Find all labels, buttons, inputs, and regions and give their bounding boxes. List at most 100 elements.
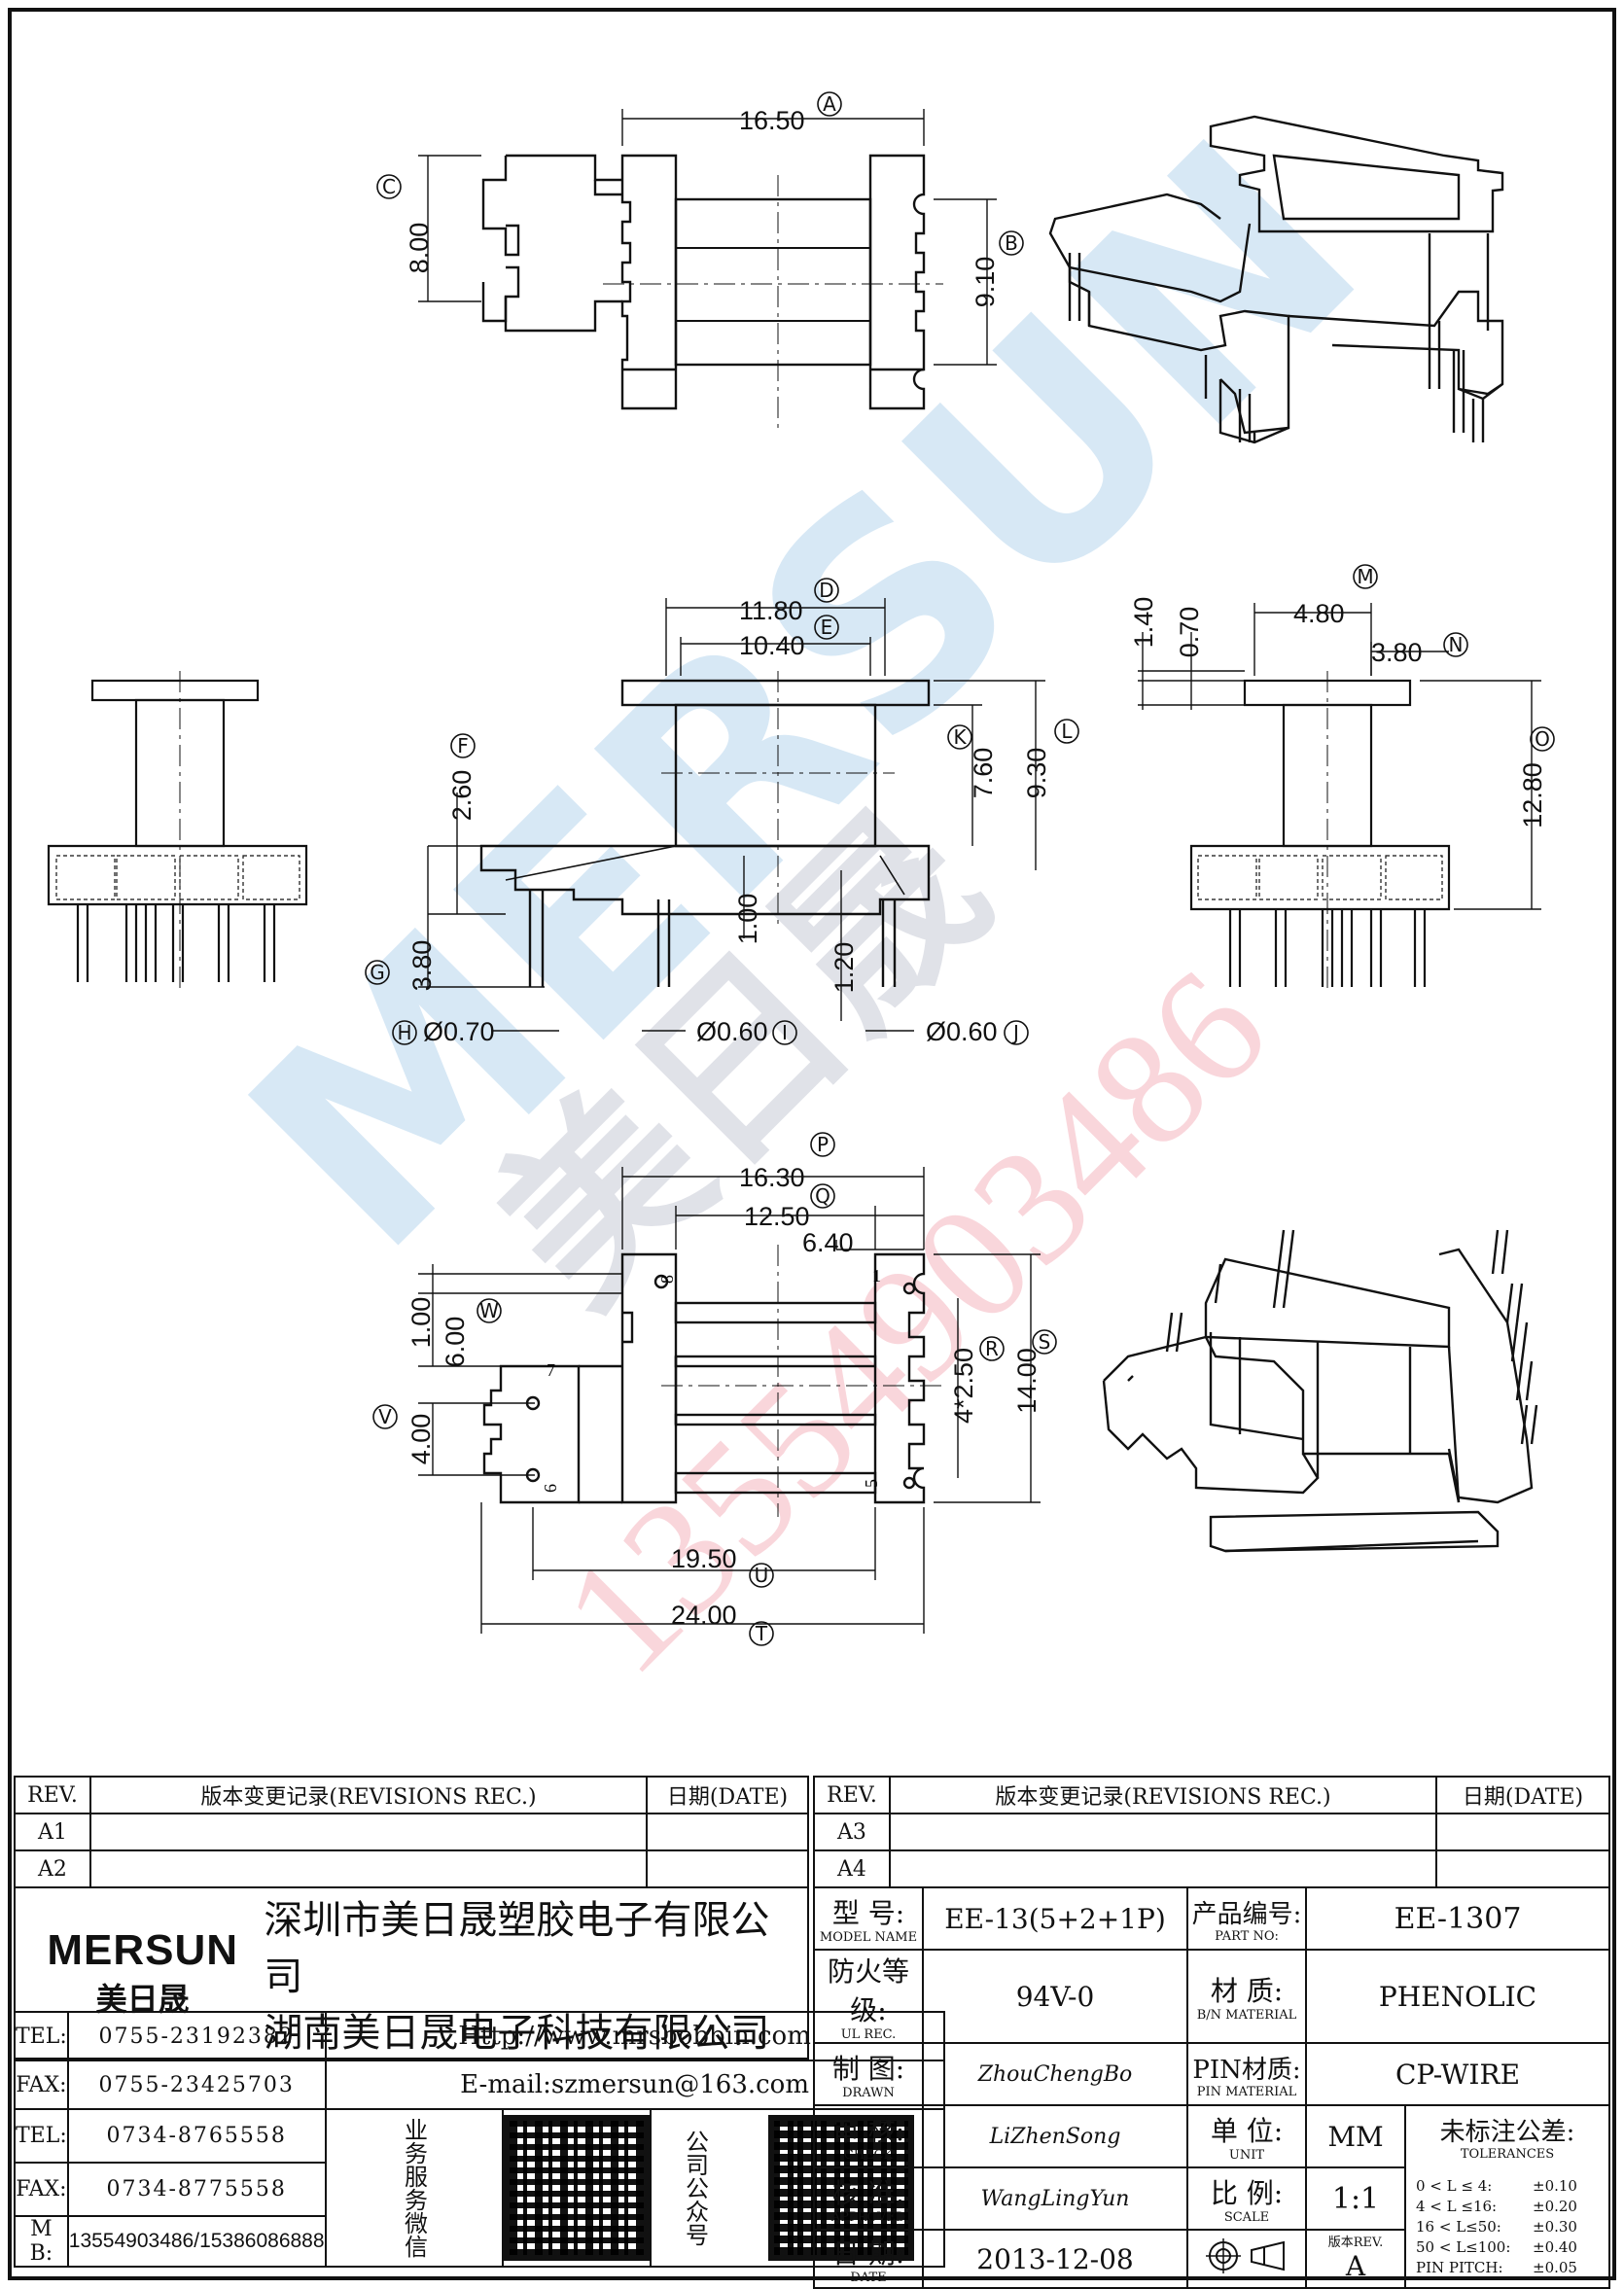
fax1-label: FAX: bbox=[14, 2060, 69, 2110]
balloon-a: A bbox=[817, 91, 842, 117]
tolerance-row: 50 < L≤100:±0.40 bbox=[1416, 2238, 1577, 2256]
unit-label: 单 位: bbox=[1210, 2115, 1284, 2147]
model-label: 型 号: bbox=[831, 1897, 905, 1929]
dim-a: 16.50 bbox=[739, 106, 805, 135]
balloon-r: R bbox=[979, 1336, 1005, 1361]
pin-label: 8 bbox=[657, 1275, 677, 1284]
svg-text:W: W bbox=[479, 1299, 499, 1322]
dim-g: 3.80 bbox=[407, 940, 437, 992]
rev-row-a3: A3 bbox=[813, 1813, 891, 1851]
svg-text:U: U bbox=[755, 1564, 769, 1587]
pin-material-label-en: PIN MATERIAL bbox=[1196, 2084, 1297, 2099]
svg-text:Q: Q bbox=[815, 1184, 830, 1208]
dim-m: 4.80 bbox=[1293, 599, 1345, 628]
qr1-label: 业务服务微信 bbox=[324, 2108, 504, 2268]
drawn-label: 制 图: bbox=[831, 2053, 905, 2085]
balloon-b: B bbox=[999, 230, 1024, 256]
balloon-j: J bbox=[1004, 1020, 1029, 1045]
top-view bbox=[418, 109, 997, 428]
iso-view-top bbox=[1048, 115, 1504, 444]
svg-text:L: L bbox=[1061, 720, 1073, 743]
part-label: 产品编号: bbox=[1191, 1899, 1302, 1929]
revision-table-left: REV. 版本变更记录(REVISIONS REC.) 日期(DATE) A1 … bbox=[14, 1776, 809, 1888]
rev-row-a1: A1 bbox=[14, 1813, 91, 1851]
svg-text:M: M bbox=[1357, 565, 1373, 588]
rev-row-a4: A4 bbox=[813, 1849, 891, 1888]
svg-text:S: S bbox=[1039, 1330, 1051, 1354]
check-value: LiZhenSong bbox=[922, 2104, 1188, 2168]
balloon-n: N bbox=[1443, 632, 1468, 657]
svg-text:O: O bbox=[1535, 727, 1550, 751]
rev-date-header: 日期(DATE) bbox=[646, 1776, 809, 1814]
svg-text:J: J bbox=[1011, 1021, 1019, 1044]
tel1-value: 0755-23192382 bbox=[66, 2011, 327, 2061]
svg-text:V: V bbox=[378, 1405, 392, 1428]
balloon-v: V bbox=[372, 1404, 398, 1429]
sheet-border bbox=[8, 8, 1616, 2280]
part-value: EE-1307 bbox=[1305, 1886, 1610, 1951]
svg-text:N: N bbox=[1449, 633, 1464, 656]
fax2-value: 0734-8775558 bbox=[66, 2162, 327, 2217]
dim-100: 1.00 bbox=[733, 894, 762, 945]
dim-600: 6.00 bbox=[441, 1317, 470, 1368]
spec-block: 型 号:MODEL NAME EE-13(5+2+1P) 产品编号:PART N… bbox=[813, 1886, 1610, 2289]
dim-640: 6.40 bbox=[802, 1228, 854, 1257]
tolerance-row: PIN PITCH:±0.05 bbox=[1416, 2259, 1577, 2276]
balloon-l: L bbox=[1054, 719, 1079, 744]
bottom-view bbox=[418, 1167, 1041, 1634]
projection-icon bbox=[1206, 2238, 1285, 2273]
balloon-k: K bbox=[947, 724, 972, 750]
rev-row-a2: A2 bbox=[14, 1849, 91, 1888]
scale-label: 比 例: bbox=[1210, 2177, 1284, 2209]
unit-value: MM bbox=[1305, 2104, 1406, 2168]
pin-material-value: CP-WIRE bbox=[1305, 2042, 1610, 2106]
balloon-o: O bbox=[1530, 726, 1555, 752]
scale-label-en: SCALE bbox=[1223, 2210, 1270, 2225]
ul-value: 94V-0 bbox=[922, 1949, 1188, 2044]
revision-table-right: REV. 版本变更记录(REVISIONS REC.) 日期(DATE) A3 … bbox=[813, 1776, 1610, 1888]
pin-label: 7 bbox=[547, 1360, 555, 1380]
rev-header: REV. bbox=[813, 1776, 891, 1814]
unit-label-en: UNIT bbox=[1228, 2148, 1265, 2163]
material-label-en: B/N MATERIAL bbox=[1196, 2008, 1297, 2023]
date-label-en: DATE bbox=[850, 2271, 887, 2285]
ul-label-en: UL REC. bbox=[840, 2027, 897, 2042]
front-view bbox=[418, 598, 1045, 1032]
dim-t: 24.00 bbox=[671, 1601, 737, 1630]
svg-text:H: H bbox=[397, 1021, 411, 1044]
model-label-en: MODEL NAME bbox=[819, 1930, 918, 1945]
dim-120: 1.20 bbox=[830, 942, 859, 994]
iso-view-bottom bbox=[1102, 1229, 1538, 1553]
watermark: MERSUN 美日晟 13554903486 bbox=[188, 80, 1422, 1708]
qr2-label: 公司公众号 bbox=[681, 2130, 709, 2246]
balloon-d: D bbox=[814, 578, 839, 603]
approved-value: WangLingYun bbox=[922, 2166, 1188, 2231]
side-view-right bbox=[1138, 603, 1541, 992]
version-value: A bbox=[1345, 2249, 1366, 2282]
balloon-q: Q bbox=[810, 1183, 835, 1209]
tolerance-row: 0 < L ≤ 4:±0.10 bbox=[1416, 2177, 1577, 2195]
rev-date-header: 日期(DATE) bbox=[1435, 1776, 1610, 1814]
dim-w: 1.00 bbox=[406, 1297, 436, 1349]
title-block: REV. 版本变更记录(REVISIONS REC.) 日期(DATE) A1 … bbox=[14, 1776, 1610, 2289]
svg-text:E: E bbox=[821, 616, 833, 639]
dim-070: 0.70 bbox=[1175, 607, 1204, 658]
balloon-i: I bbox=[772, 1020, 797, 1045]
company-name-1: 深圳市美日晟塑胶电子有限公司 bbox=[264, 1898, 770, 1999]
balloon-c: C bbox=[376, 174, 402, 199]
date-value: 2013-12-08 bbox=[922, 2229, 1188, 2289]
tolerance-row: 4 < L ≤16:±0.20 bbox=[1416, 2198, 1577, 2215]
svg-text:F: F bbox=[457, 734, 469, 757]
dim-l: 9.30 bbox=[1022, 748, 1051, 799]
tolerance-label: 未标注公差: bbox=[1439, 2118, 1575, 2147]
dim-r: 4*2.50 bbox=[949, 1348, 978, 1424]
pin-label: 5 bbox=[862, 1479, 881, 1488]
tel2-label: TEL: bbox=[14, 2108, 69, 2164]
scale-value: 1:1 bbox=[1305, 2166, 1406, 2231]
svg-text:A: A bbox=[823, 92, 836, 116]
mb-value: 13554903486/15386086888 bbox=[66, 2215, 327, 2268]
svg-text:P: P bbox=[817, 1133, 829, 1156]
tel2-value: 0734-8765558 bbox=[66, 2108, 327, 2164]
